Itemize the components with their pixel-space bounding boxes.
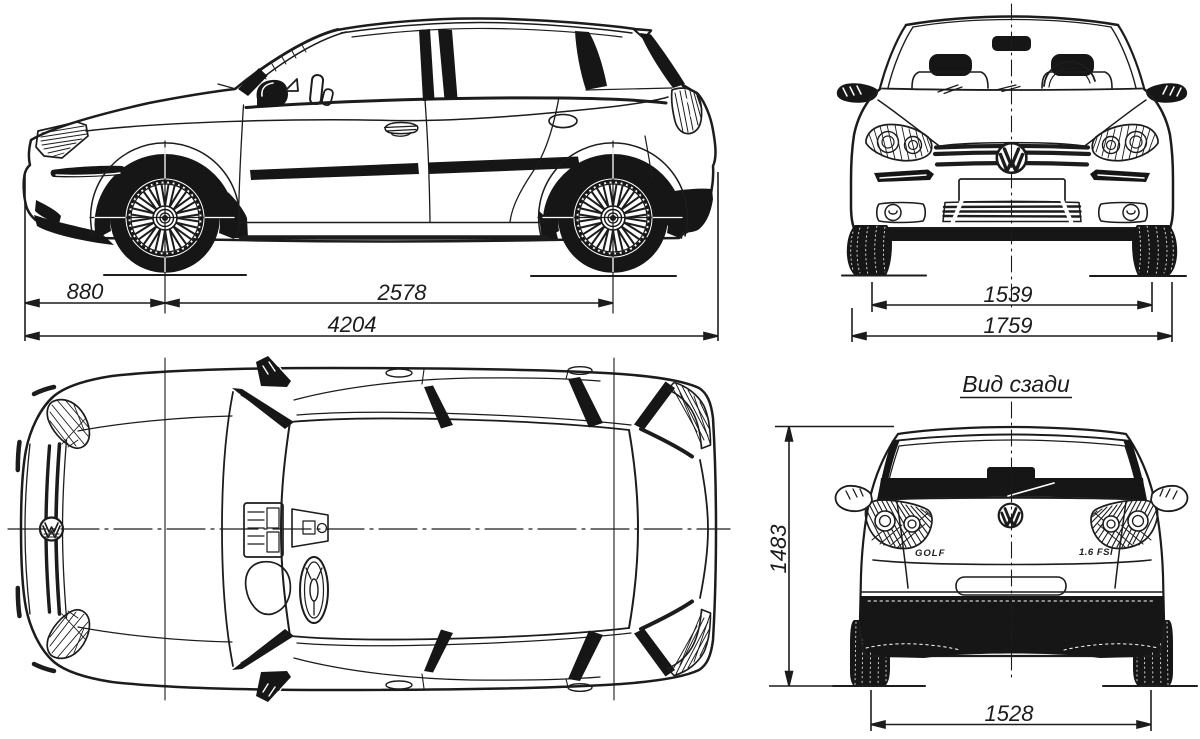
svg-text:GOLF: GOLF xyxy=(915,548,945,559)
svg-text:880: 880 xyxy=(67,279,104,304)
svg-text:Вид сзади: Вид сзади xyxy=(962,371,1070,397)
svg-text:1539: 1539 xyxy=(984,282,1033,307)
svg-text:2578: 2578 xyxy=(377,280,428,305)
svg-text:1528: 1528 xyxy=(985,701,1035,726)
svg-text:4204: 4204 xyxy=(328,312,377,337)
svg-text:1483: 1483 xyxy=(766,524,791,574)
svg-text:1759: 1759 xyxy=(984,313,1033,338)
svg-text:1.6 FSI: 1.6 FSI xyxy=(1079,547,1113,558)
